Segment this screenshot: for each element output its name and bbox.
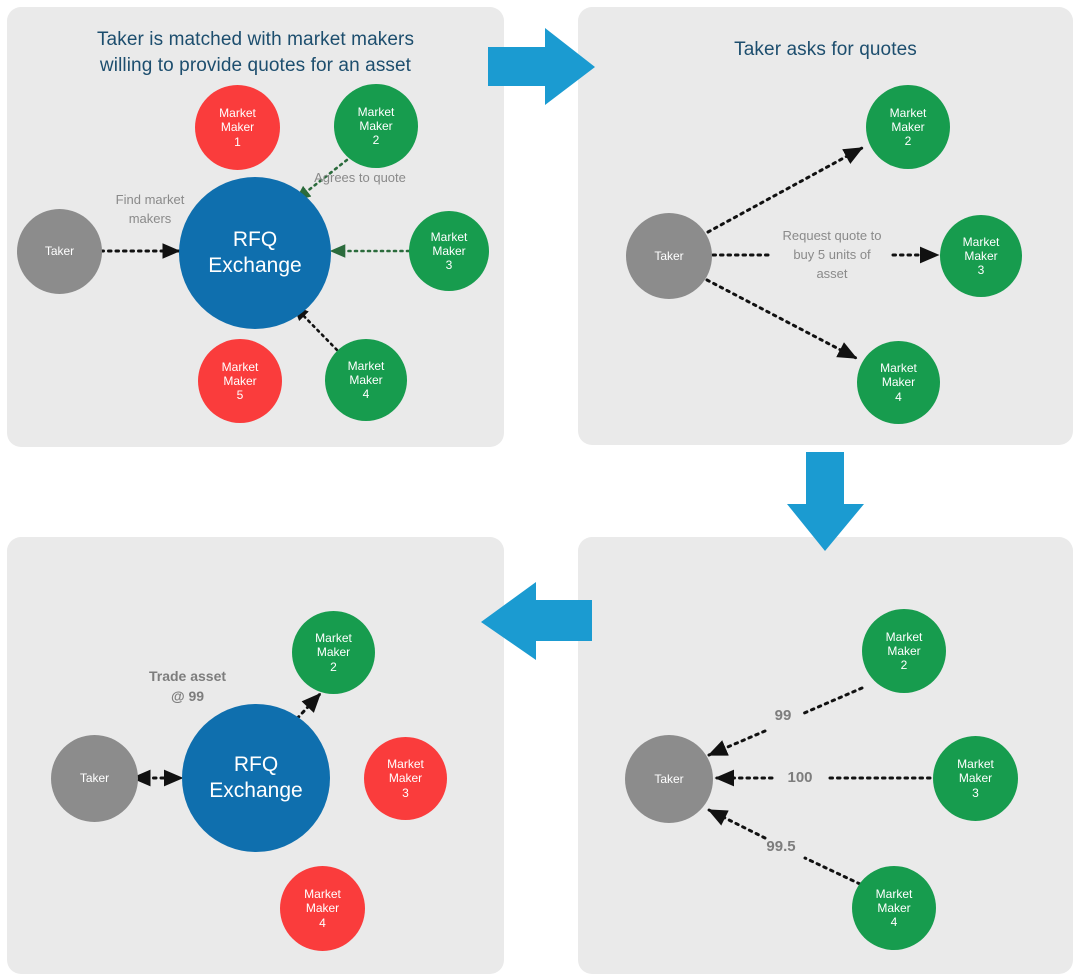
panel-2-title: Taker asks for quotes [734, 39, 917, 60]
panel-4-node-exchange[interactable]: RFQ Exchange [182, 704, 330, 852]
panel-1-label-agrees-to-quote: Agrees to quote [314, 170, 406, 185]
panel-4-node-taker[interactable]: Taker [51, 735, 138, 822]
panel-2-node-mm4[interactable]: Market Maker 4 [857, 341, 940, 424]
panel-1-node-mm5[interactable]: Market Maker 5 [198, 339, 282, 423]
panel-1-node-mm4[interactable]: Market Maker 4 [325, 339, 407, 421]
panel-2-node-mm3[interactable]: Market Maker 3 [940, 215, 1022, 297]
panel-3-label-quote-99-5: 99.5 [766, 838, 796, 855]
panel-3-node-mm4[interactable]: Market Maker 4 [852, 866, 936, 950]
panel-4-node-mm3[interactable]: Market Maker 3 [364, 737, 447, 820]
panel-1-node-exchange[interactable]: RFQ Exchange [179, 177, 331, 329]
panel-4-node-mm2[interactable]: Market Maker 2 [292, 611, 375, 694]
panel-4-node-mm4[interactable]: Market Maker 4 [280, 866, 365, 951]
panel-4-label-trade-asset: Trade asset @ 99 [148, 668, 227, 704]
panel-1-label-find-market-makers: Find market makers [115, 192, 185, 226]
panel-1-title: Taker is matched with market makers will… [96, 29, 415, 76]
panel-2-node-mm2[interactable]: Market Maker 2 [866, 85, 950, 169]
panel-2-node-taker[interactable]: Taker [626, 213, 712, 299]
panel-3-node-mm3[interactable]: Market Maker 3 [933, 736, 1018, 821]
panel-3-label-quote-100: 100 [787, 769, 813, 786]
panel-1-node-mm2[interactable]: Market Maker 2 [334, 84, 418, 168]
panel-2-label-request-quote: Request quote to buy 5 units of asset [782, 228, 882, 281]
panel-3-node-mm2[interactable]: Market Maker 2 [862, 609, 946, 693]
panel-1-node-taker[interactable]: Taker [17, 209, 102, 294]
panel-1-node-mm3[interactable]: Market Maker 3 [409, 211, 489, 291]
panel-3-node-taker[interactable]: Taker [625, 735, 713, 823]
panel-3-label-quote-99: 99 [774, 707, 792, 724]
panel-1-node-mm1[interactable]: Market Maker 1 [195, 85, 280, 170]
